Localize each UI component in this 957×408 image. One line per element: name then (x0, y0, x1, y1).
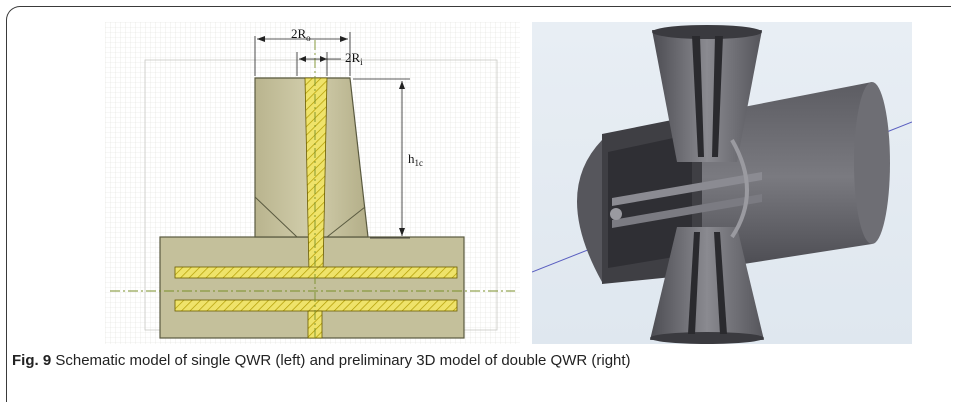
upper-plate (174, 266, 458, 279)
cylinder-end-cap (854, 82, 890, 244)
lower-plate (174, 299, 458, 312)
stem-bottom (650, 227, 764, 340)
stem-top (652, 30, 762, 162)
dim-h-arrow-bottom (399, 228, 405, 236)
figure-caption: Fig. 9 Schematic model of single QWR (le… (12, 352, 631, 369)
dim-ro-arrow-right (340, 36, 348, 42)
stem-top-slot-2 (712, 36, 723, 157)
qwr-schematic: 2Ro 2Ri h1c (105, 22, 520, 344)
stem-top-slot-1 (692, 36, 704, 157)
caption-text: Schematic model of single QWR (left) and… (55, 352, 631, 369)
center-bulge (730, 139, 749, 239)
dim-ri-arrow-left (299, 56, 306, 62)
stem-bottom-opening (650, 332, 764, 344)
chamfer-right (326, 206, 366, 238)
figure-frame (6, 6, 951, 402)
chamfer-left (254, 196, 298, 238)
inner-plate-upper (612, 172, 762, 206)
dim-ro-arrow-left (257, 36, 265, 42)
dim-h-arrow-top (399, 81, 405, 89)
cut-cavity (608, 134, 692, 268)
figure-label: Fig. 9 (12, 352, 52, 369)
stem-top-opening (652, 25, 762, 39)
beam-port (610, 208, 622, 220)
dim-height-label: h1c (408, 151, 423, 168)
dim-outer-label: 2Ro (291, 26, 311, 43)
double-qwr-render (532, 22, 912, 344)
stem-bottom-slot-1 (688, 232, 700, 334)
inner-plate-lower (612, 194, 762, 228)
dim-ri-arrow-right (320, 56, 327, 62)
inner-conductor (304, 77, 328, 273)
stem-bottom-slot-2 (714, 232, 727, 334)
dim-inner-label: 2Ri (345, 50, 363, 67)
cut-face-outer (577, 140, 602, 282)
